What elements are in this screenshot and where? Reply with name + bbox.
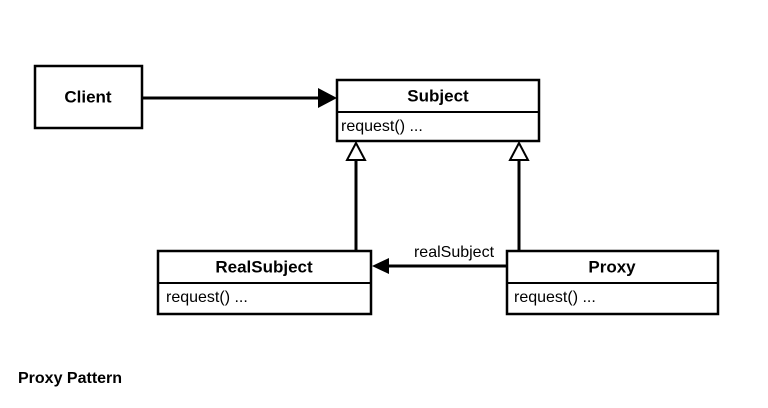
association-label: realSubject	[414, 244, 495, 261]
subject-operation: request() ...	[341, 118, 423, 135]
filled-arrowhead-icon	[318, 88, 337, 108]
real-subject-class: RealSubject request() ...	[156, 249, 373, 316]
proxy-operation: request() ...	[514, 289, 596, 306]
real-subject-class-name: RealSubject	[215, 257, 313, 276]
proxy-class: Proxy request() ...	[505, 249, 720, 316]
filled-arrowhead-icon	[372, 258, 389, 274]
real-subject-generalization	[345, 140, 367, 251]
proxy-generalization	[508, 140, 530, 251]
hollow-triangle-icon	[345, 140, 367, 161]
subject-class-name: Subject	[407, 86, 469, 105]
proxy-real-subject-association: realSubject	[372, 244, 507, 274]
real-subject-operation: request() ...	[166, 289, 248, 306]
hollow-triangle-icon	[508, 140, 530, 161]
client-class: Client	[33, 64, 144, 130]
client-class-name: Client	[64, 87, 112, 106]
subject-class: Subject request() ...	[335, 78, 541, 143]
diagram-caption: Proxy Pattern	[18, 370, 123, 387]
client-subject-association	[142, 88, 337, 108]
proxy-class-name: Proxy	[588, 257, 636, 276]
